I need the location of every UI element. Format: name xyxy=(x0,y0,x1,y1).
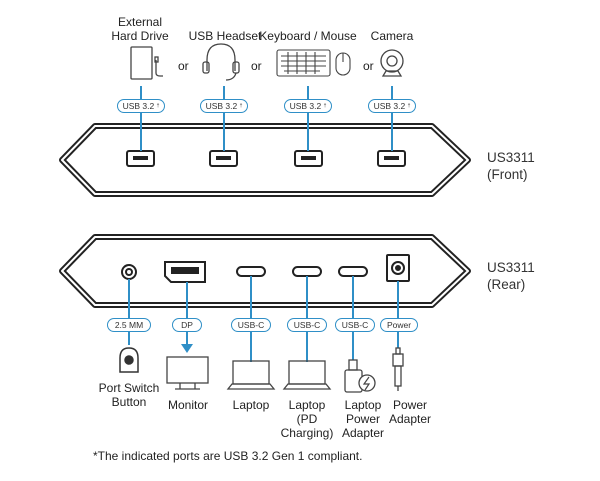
label-laptop-power-adapter: Laptop Power Adapter xyxy=(341,398,385,440)
or-text-3: or xyxy=(363,59,374,73)
dc-plug-icon xyxy=(392,347,404,391)
rear-model-label: US3311 (Rear) xyxy=(487,259,535,293)
camera-icon xyxy=(380,49,404,77)
or-text-2: or xyxy=(251,59,262,73)
port-pill-usb32-4: USB 3.2 † xyxy=(368,99,416,113)
port-text: USB 3.2 xyxy=(205,101,238,111)
keyboard-mouse-icon xyxy=(276,49,351,77)
rear-model-side: (Rear) xyxy=(487,277,526,292)
port-mark: † xyxy=(323,103,327,109)
port-pill-usbc-3: USB-C xyxy=(335,318,375,332)
port-text: USB 3.2 xyxy=(289,101,322,111)
rear-model-name: US3311 xyxy=(487,260,535,275)
port-pill-usbc-2: USB-C xyxy=(287,318,327,332)
port-mark: † xyxy=(156,103,160,109)
laptop-icon-1 xyxy=(226,360,276,390)
front-unit-body xyxy=(59,123,471,197)
front-model-label: US3311 (Front) xyxy=(487,149,535,183)
or-text-1: or xyxy=(178,59,189,73)
footnote: *The indicated ports are USB 3.2 Gen 1 c… xyxy=(93,449,363,463)
monitor-icon xyxy=(166,356,209,390)
rear-unit-body xyxy=(59,234,471,308)
port-mark: † xyxy=(239,103,243,109)
port-pill-usb32-1: USB 3.2 † xyxy=(117,99,165,113)
front-model-side: (Front) xyxy=(487,167,528,182)
front-model-name: US3311 xyxy=(487,150,535,165)
port-text: USB 3.2 xyxy=(373,101,406,111)
port-pill-usbc-1: USB-C xyxy=(231,318,271,332)
external-hard-drive-icon xyxy=(130,46,163,80)
label-camera: Camera xyxy=(370,29,414,43)
label-laptop-pd-charging: Laptop (PD Charging) xyxy=(280,398,334,440)
label-monitor: Monitor xyxy=(167,398,208,412)
power-adapter-icon xyxy=(344,359,376,393)
usb-headset-icon xyxy=(202,43,240,81)
port-pill-2-5mm: 2.5 MM xyxy=(107,318,151,332)
port-mark: † xyxy=(407,103,411,109)
label-port-switch-button: Port Switch Button xyxy=(98,381,160,409)
label-keyboard-mouse: Keyboard / Mouse xyxy=(259,29,357,43)
push-button-icon xyxy=(119,347,139,373)
port-text: USB 3.2 xyxy=(122,101,155,111)
label-external-hard-drive: External Hard Drive xyxy=(111,15,169,43)
front-usb-ports xyxy=(126,150,406,167)
laptop-icon-2 xyxy=(282,360,332,390)
port-pill-power: Power xyxy=(380,318,418,332)
label-usb-headset: USB Headset xyxy=(188,29,262,43)
label-laptop: Laptop xyxy=(232,398,270,412)
port-pill-usb32-3: USB 3.2 † xyxy=(284,99,332,113)
rear-ports xyxy=(121,254,410,283)
port-pill-usb32-2: USB 3.2 † xyxy=(200,99,248,113)
port-pill-dp: DP xyxy=(172,318,202,332)
front-connector-lines xyxy=(140,86,393,151)
label-power-adapter: Power Adapter xyxy=(388,398,432,426)
